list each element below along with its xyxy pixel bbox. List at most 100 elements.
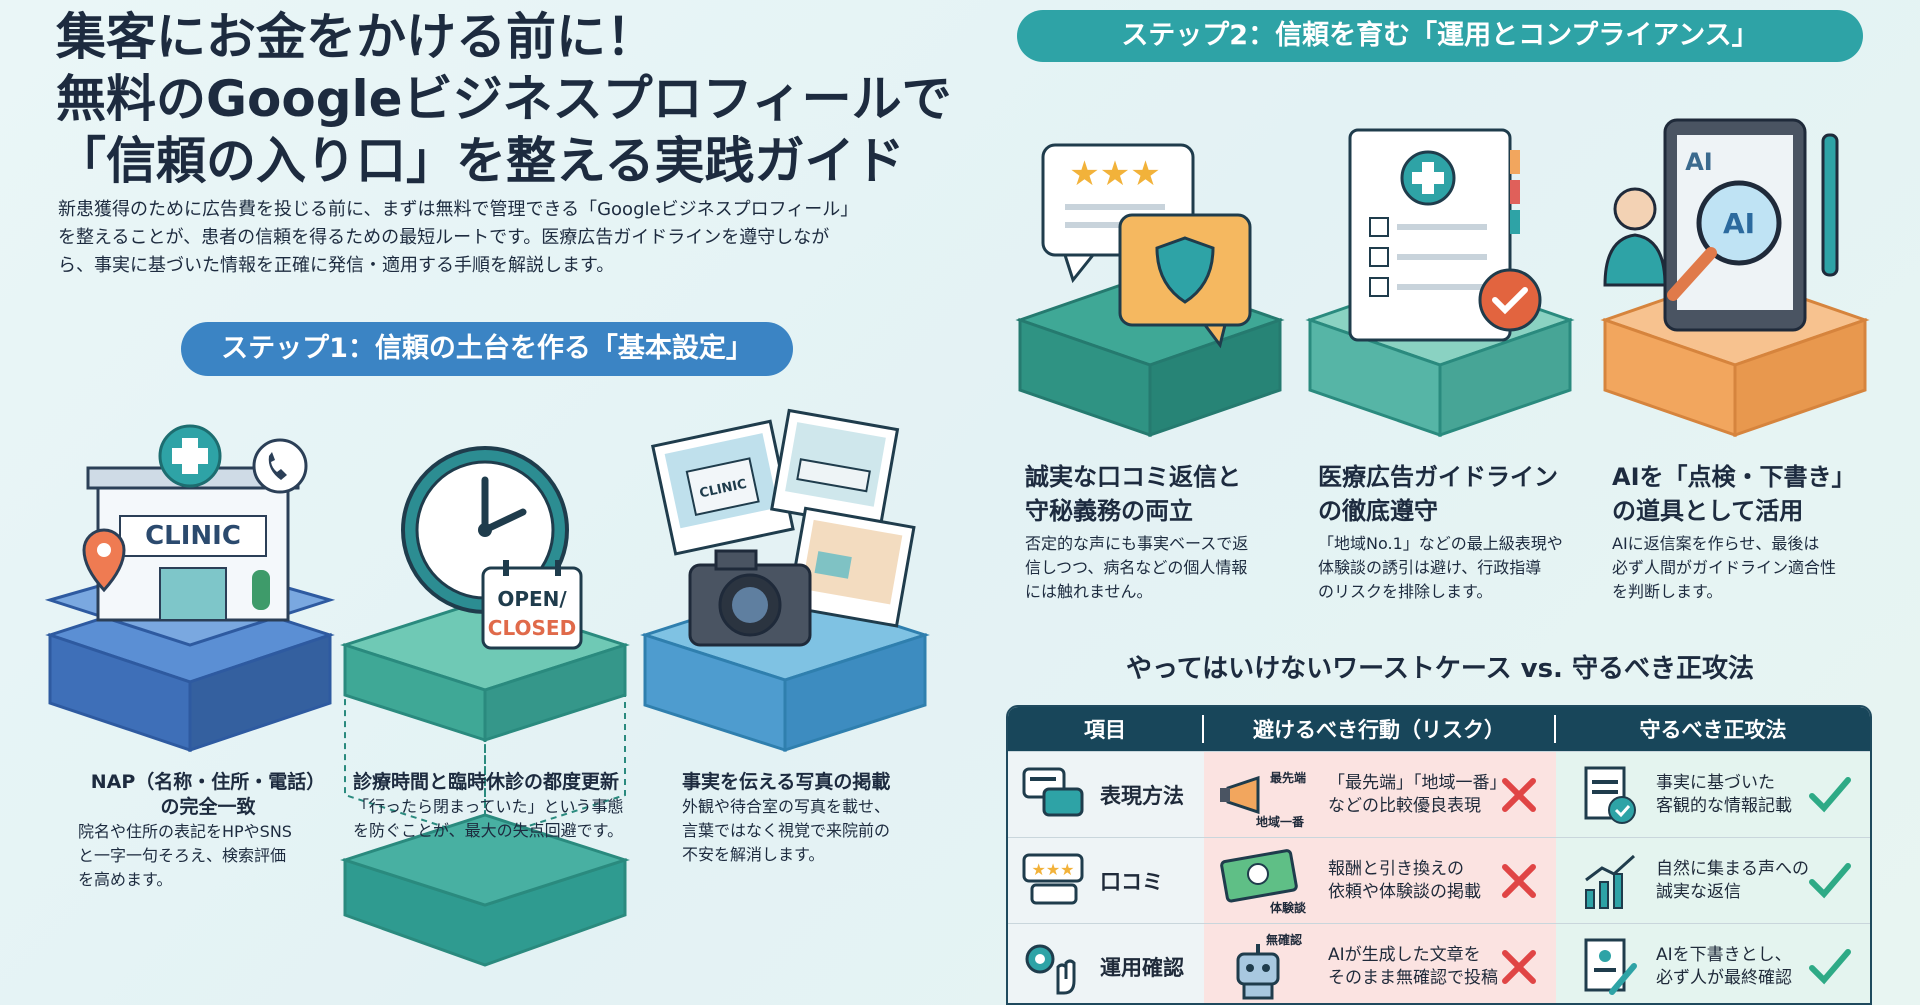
card-title: の道具として活用 bbox=[1612, 497, 1804, 525]
row-risk-text: 報酬と引き換えの 依頼や体験談の掲載 bbox=[1328, 858, 1481, 904]
row-item-cell: ★★★ 口コミ bbox=[1008, 838, 1204, 923]
table-header: 項目 避けるべき行動（リスク） 守るべき正攻法 bbox=[1008, 707, 1870, 751]
ai-illustration: AI AI bbox=[1600, 118, 1870, 438]
step1-card-photos: 事実を伝える写真の掲載 外観や待合室の写真を載せ、 言葉ではなく視覚で来院前の … bbox=[682, 770, 942, 867]
ai-magnify-badge: AI bbox=[1723, 207, 1755, 240]
correct-line: 自然に集まる声への bbox=[1656, 858, 1809, 879]
card-title: の完全一致 bbox=[160, 796, 256, 818]
intro-text: 新患獲得のために広告費を投じる前に、まずは無料で管理できる「Googleビジネス… bbox=[58, 196, 938, 280]
card-title: 誠実な口コミ返信と bbox=[1025, 463, 1241, 491]
step2-card-reviews: 誠実な口コミ返信と 守秘義務の両立 否定的な声にも事実ベースで返 信しつつ、病名… bbox=[1025, 460, 1295, 604]
check-icon bbox=[1809, 863, 1851, 899]
card-desc: には触れません。 bbox=[1025, 582, 1153, 601]
step2-card-ai: AIを「点検・下書き」 の道具として活用 AIに返信案を作らせ、最後は 必ず人間… bbox=[1612, 460, 1882, 604]
money-icon: 体験談 bbox=[1220, 848, 1307, 915]
row-correct-cell: 事実に基づいた 客観的な情報記載 bbox=[1556, 752, 1870, 837]
comparison-title: やってはいけないワーストケース vs. 守るべき正攻法 bbox=[1126, 654, 1754, 684]
title-line-1: 集客にお金をかける前に！ bbox=[56, 8, 656, 66]
row-risk-text: 「最先端」「地域一番」 などの比較優良表現 bbox=[1328, 772, 1507, 818]
header-item: 項目 bbox=[1008, 715, 1204, 743]
card-desc: を防ぐことが、最大の失点回避です。 bbox=[353, 821, 624, 840]
row-item-label: 表現方法 bbox=[1100, 783, 1184, 808]
step1-heading: ステップ1：信頼の土台を作る「基本設定」 bbox=[181, 322, 793, 376]
ai-small-badge: AI bbox=[1685, 148, 1713, 176]
review-illustration: ★★★ bbox=[1015, 143, 1285, 438]
cross-icon bbox=[1502, 778, 1536, 812]
row-risk-cell: 体験談 報酬と引き換えの 依頼や体験談の掲載 bbox=[1204, 838, 1556, 923]
card-title: AIを「点検・下書き」 bbox=[1612, 463, 1856, 491]
chat-bubbles-icon bbox=[1022, 767, 1084, 816]
card-desc: 体験談の誘引は避け、行政指導 bbox=[1318, 558, 1542, 577]
correct-line: 必ず人が最終確認 bbox=[1656, 967, 1792, 988]
risk-line: AIが生成した文章を bbox=[1328, 944, 1481, 965]
closed-sign: CLOSED bbox=[488, 616, 576, 640]
row-correct-text: AIを下書きとし、 必ず人が最終確認 bbox=[1656, 944, 1792, 990]
card-desc: を高めます。 bbox=[78, 870, 173, 889]
card-desc: 否定的な声にも事実ベースで返 bbox=[1025, 534, 1249, 553]
megaphone-tag-1: 最先端 bbox=[1270, 770, 1306, 785]
row-correct-text: 自然に集まる声への 誠実な返信 bbox=[1656, 858, 1809, 904]
clinic-sign: CLINIC bbox=[145, 521, 241, 551]
risk-line: そのまま無確認で投稿 bbox=[1328, 967, 1498, 988]
megaphone-tag-2: 地域一番 bbox=[1256, 814, 1305, 829]
svg-text:★★★: ★★★ bbox=[1031, 860, 1074, 879]
risk-line: 依頼や体験談の掲載 bbox=[1328, 881, 1481, 902]
row-item-cell: 運用確認 bbox=[1008, 924, 1204, 1003]
document-person-icon bbox=[1584, 938, 1637, 995]
card-desc: 院名や住所の表記をHPやSNS bbox=[78, 822, 292, 841]
card-desc: 「行ったら閉まっていた」という事態 bbox=[353, 797, 624, 816]
row-risk-text: AIが生成した文章を そのまま無確認で投稿 bbox=[1328, 944, 1498, 990]
cross-icon bbox=[1502, 950, 1536, 984]
title-line-2: 無料のGoogleビジネスプロフィールで bbox=[56, 70, 952, 128]
card-desc: AIに返信案を作らせ、最後は bbox=[1612, 534, 1820, 553]
svg-text:★★★: ★★★ bbox=[1069, 154, 1160, 194]
card-title: NAP（名称・住所・電話） bbox=[90, 771, 326, 793]
card-desc: 必ず人間がガイドライン適合性 bbox=[1612, 558, 1837, 577]
document-check-icon bbox=[1584, 766, 1636, 824]
title-line-3: 「信頼の入り口」を整える実践ガイド bbox=[56, 132, 905, 190]
row-item-cell: 表現方法 bbox=[1008, 752, 1204, 837]
intro-line-3: ら、事実に基づいた情報を正確に発信・適用する手順を解説します。 bbox=[58, 255, 615, 276]
row-correct-cell: AIを下書きとし、 必ず人が最終確認 bbox=[1556, 924, 1870, 1003]
megaphone-icon: 最先端 地域一番 bbox=[1220, 770, 1306, 829]
card-title: 医療広告ガイドライン bbox=[1318, 463, 1558, 491]
intro-line-2: を整えることが、患者の信頼を得るための最短ルートです。医療広告ガイドラインを遵守… bbox=[58, 227, 830, 248]
open-sign: OPEN/ bbox=[497, 587, 567, 611]
star-review-icon: ★★★ bbox=[1022, 853, 1084, 904]
comparison-table: 項目 避けるべき行動（リスク） 守るべき正攻法 表現方法 最先端 地域一番 「最… bbox=[1006, 705, 1872, 1005]
clock-illustration: OPEN/ CLOSED bbox=[340, 446, 630, 967]
risk-line: 「最先端」「地域一番」 bbox=[1328, 772, 1507, 793]
card-desc: 外観や待合室の写真を載せ、 bbox=[682, 797, 891, 816]
check-icon bbox=[1809, 777, 1851, 813]
card-desc: 「地域No.1」などの最上級表現や bbox=[1318, 534, 1563, 553]
photo-illustration: CLINIC bbox=[640, 408, 930, 753]
card-desc: 言葉ではなく視覚で来院前の bbox=[682, 821, 891, 840]
row-correct-cell: 自然に集まる声への 誠実な返信 bbox=[1556, 838, 1870, 923]
gear-hand-icon bbox=[1025, 944, 1076, 994]
table-row: 表現方法 最先端 地域一番 「最先端」「地域一番」 などの比較優良表現 bbox=[1008, 751, 1870, 837]
check-icon bbox=[1809, 949, 1851, 985]
risk-line: などの比較優良表現 bbox=[1328, 795, 1481, 816]
row-risk-cell: 最先端 地域一番 「最先端」「地域一番」 などの比較優良表現 bbox=[1204, 752, 1556, 837]
step2-heading: ステップ2：信頼を育む「運用とコンプライアンス」 bbox=[1017, 10, 1863, 62]
page-title: 集客にお金をかける前に！ 無料のGoogleビジネスプロフィールで 「信頼の入り… bbox=[56, 6, 956, 192]
header-correct: 守るべき正攻法 bbox=[1639, 718, 1787, 742]
row-item-label: 口コミ bbox=[1100, 869, 1163, 894]
row-correct-text: 事実に基づいた 客観的な情報記載 bbox=[1656, 772, 1792, 818]
step1-card-hours: 診療時間と臨時休診の都度更新 「行ったら閉まっていた」という事態 を防ぐことが、… bbox=[353, 770, 643, 843]
cross-icon bbox=[1502, 864, 1536, 898]
step1-card-nap: NAP（名称・住所・電話） の完全一致 院名や住所の表記をHPやSNS と一字一… bbox=[78, 770, 338, 892]
robot-tag: 無確認 bbox=[1266, 932, 1302, 947]
correct-line: 事実に基づいた bbox=[1656, 772, 1775, 793]
growth-chart-icon bbox=[1585, 854, 1636, 909]
header-risk: 避けるべき行動（リスク） bbox=[1204, 715, 1556, 743]
table-row: 運用確認 無確認 AIが生成した文章を そのまま無確認で投稿 bbox=[1008, 923, 1870, 1003]
risk-line: 報酬と引き換えの bbox=[1328, 858, 1464, 879]
clinic-illustration: CLINIC bbox=[44, 424, 336, 753]
table-row: ★★★ 口コミ 体験談 報酬と引き換えの 依頼や体験談の掲載 bbox=[1008, 837, 1870, 923]
step2-card-guideline: 医療広告ガイドライン の徹底遵守 「地域No.1」などの最上級表現や 体験談の誘… bbox=[1318, 460, 1593, 604]
card-desc: 信しつつ、病名などの個人情報 bbox=[1025, 558, 1248, 577]
row-risk-cell: 無確認 AIが生成した文章を そのまま無確認で投稿 bbox=[1204, 924, 1556, 1003]
money-tag: 体験談 bbox=[1270, 900, 1307, 915]
correct-line: AIを下書きとし、 bbox=[1656, 944, 1792, 965]
